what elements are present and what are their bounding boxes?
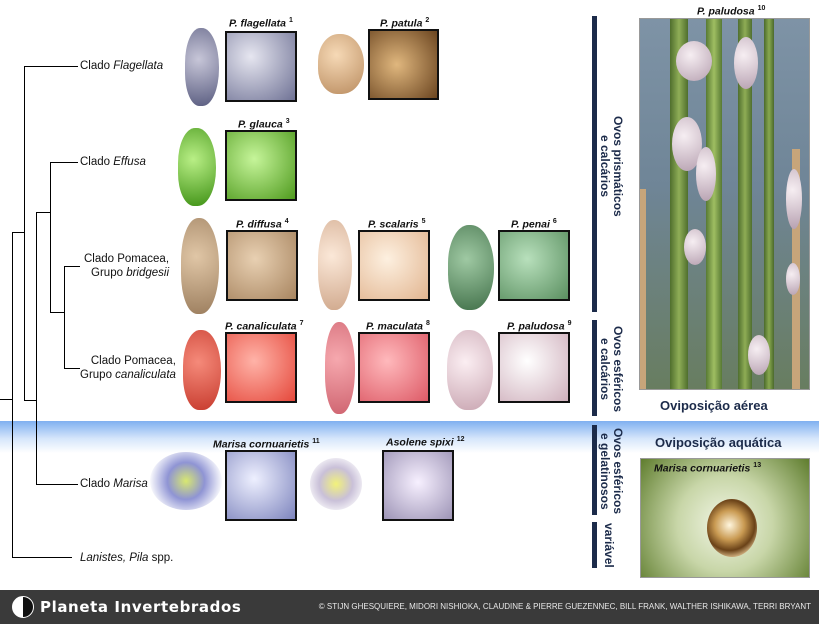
clade-bridgesii-label: Clado Pomacea, Grupo bridgesii — [84, 253, 170, 279]
patula-egg-cluster — [318, 34, 364, 94]
patula-egg-closeup — [368, 29, 439, 100]
penai-egg-cluster — [448, 225, 494, 310]
variable-bar — [592, 522, 597, 568]
clade-lanistes-label: Lanistes, Pila spp. — [80, 552, 174, 564]
photo-credits: © STIJN GHESQUIERE, MIDORI NISHIOKA, CLA… — [318, 602, 811, 611]
aquatic-band — [0, 421, 819, 453]
clade-flagellata-label: Clado Flagellata — [80, 60, 164, 72]
clade-marisa-label: Clado Marisa — [80, 478, 148, 490]
aquatic-oviposition-label: Oviposição aquática — [655, 435, 782, 450]
maculata-egg-closeup — [358, 332, 430, 403]
spherical-gel-bar — [592, 425, 597, 515]
brand-name: Planeta Invertebrados — [40, 598, 242, 616]
paludosa-egg-cluster — [447, 330, 493, 410]
clade-effusa-label: Clado Effusa — [80, 156, 146, 168]
glauca-egg-cluster — [178, 128, 216, 206]
asolene-egg-mass — [310, 458, 362, 510]
flagellata-egg-closeup — [225, 31, 297, 102]
canaliculata-egg-closeup — [225, 332, 297, 403]
penai-egg-closeup — [498, 230, 570, 301]
clade-canaliculata-label: Clado Pomacea, Grupo canaliculata — [80, 355, 176, 381]
scalaris-egg-closeup — [358, 230, 430, 301]
aerial-oviposition-photo — [639, 18, 810, 390]
spherical-calc-bar — [592, 320, 597, 416]
yin-yang-logo-icon — [12, 596, 34, 618]
aerial-oviposition-label: Oviposição aérea — [660, 398, 768, 413]
egg-type-variable: variável — [602, 522, 616, 568]
scalaris-egg-cluster — [318, 220, 352, 310]
aquatic-oviposition-photo — [640, 458, 810, 578]
marisa-egg-closeup — [225, 450, 297, 521]
paludosa-egg-closeup — [498, 332, 570, 403]
asolene-egg-closeup — [382, 450, 454, 521]
maculata-egg-cluster — [325, 322, 355, 414]
canaliculata-egg-cluster — [183, 330, 221, 410]
glauca-egg-closeup — [225, 130, 297, 201]
diffusa-egg-closeup — [226, 230, 298, 301]
flagellata-egg-cluster — [185, 28, 219, 106]
marisa-egg-mass — [150, 452, 222, 510]
footer-bar — [0, 590, 819, 624]
diffusa-egg-cluster — [181, 218, 219, 314]
prismatic-bar — [592, 16, 597, 312]
